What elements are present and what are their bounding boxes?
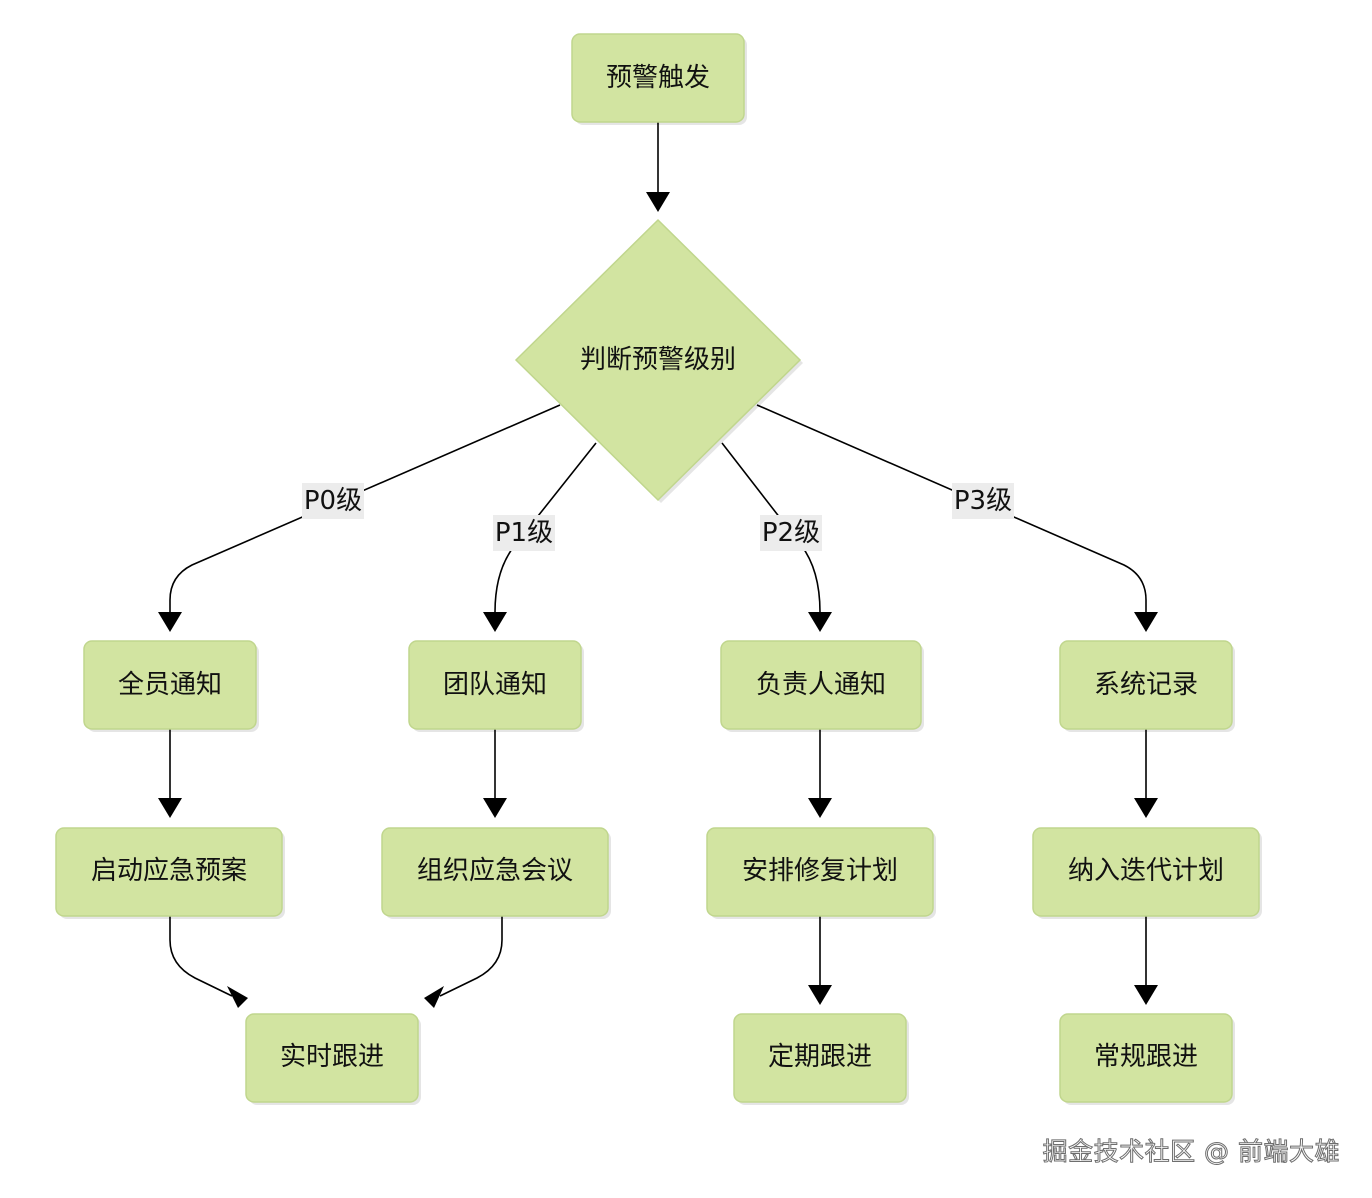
edges bbox=[158, 122, 1158, 1008]
arrow-head bbox=[808, 798, 832, 818]
edge-plan-to-realtime bbox=[169, 915, 233, 997]
nodes: 预警触发 判断预警级别 全员通知 团队通知 负责人通知 系统记录 bbox=[55, 33, 1262, 1105]
arrow-head bbox=[227, 986, 248, 1008]
arrow-head bbox=[483, 612, 507, 632]
node-label: 定期跟进 bbox=[768, 1042, 872, 1072]
node-scheduled-followup[interactable]: 定期跟进 bbox=[733, 1013, 909, 1105]
watermark: 掘金技术社区 @ 前端大雄 bbox=[1042, 1137, 1340, 1167]
node-label: 纳入迭代计划 bbox=[1068, 856, 1224, 886]
arrow-head bbox=[483, 798, 507, 818]
node-label: 全员通知 bbox=[118, 670, 222, 700]
arrow-head bbox=[158, 612, 182, 632]
node-routine-followup[interactable]: 常规跟进 bbox=[1059, 1013, 1235, 1105]
node-alert-trigger[interactable]: 预警触发 bbox=[571, 33, 747, 125]
node-arrange-fix-plan[interactable]: 安排修复计划 bbox=[706, 827, 936, 919]
edge-p3 bbox=[756, 404, 1147, 612]
edge-p0 bbox=[169, 404, 561, 612]
arrow-head bbox=[808, 612, 832, 632]
node-label: 启动应急预案 bbox=[91, 856, 247, 886]
edge-label-p2: P2级 bbox=[762, 518, 820, 548]
node-notify-team[interactable]: 团队通知 bbox=[408, 640, 584, 732]
arrow-head bbox=[158, 798, 182, 818]
node-label: 实时跟进 bbox=[280, 1042, 384, 1072]
edge-label-p1: P1级 bbox=[495, 518, 553, 548]
node-organize-emergency-meeting[interactable]: 组织应急会议 bbox=[381, 827, 611, 919]
node-notify-all[interactable]: 全员通知 bbox=[83, 640, 259, 732]
node-start-emergency-plan[interactable]: 启动应急预案 bbox=[55, 827, 285, 919]
arrow-head bbox=[424, 986, 444, 1008]
node-label: 预警触发 bbox=[606, 63, 710, 93]
node-realtime-followup[interactable]: 实时跟进 bbox=[245, 1013, 421, 1105]
arrow-head bbox=[1134, 985, 1158, 1005]
node-add-to-iteration-plan[interactable]: 纳入迭代计划 bbox=[1032, 827, 1262, 919]
arrow-head bbox=[1134, 612, 1158, 632]
arrow-head bbox=[1134, 798, 1158, 818]
node-label: 组织应急会议 bbox=[417, 856, 573, 886]
decision-label: 判断预警级别 bbox=[580, 345, 736, 375]
edge-label-p0: P0级 bbox=[304, 486, 362, 516]
node-notify-owner[interactable]: 负责人通知 bbox=[720, 640, 924, 732]
edge-label-p3: P3级 bbox=[954, 486, 1012, 516]
node-label: 负责人通知 bbox=[756, 670, 886, 700]
node-system-record[interactable]: 系统记录 bbox=[1059, 640, 1235, 732]
decision-judge-level[interactable]: 判断预警级别 bbox=[514, 218, 803, 503]
node-label: 常规跟进 bbox=[1094, 1042, 1198, 1072]
node-label: 安排修复计划 bbox=[742, 856, 898, 886]
node-label: 团队通知 bbox=[443, 670, 547, 700]
arrow-head bbox=[808, 985, 832, 1005]
edge-meeting-to-realtime bbox=[439, 915, 503, 997]
arrow-head bbox=[646, 192, 670, 212]
edge-labels: P0级 P1级 P2级 P3级 bbox=[302, 483, 1014, 551]
node-label: 系统记录 bbox=[1094, 670, 1198, 700]
